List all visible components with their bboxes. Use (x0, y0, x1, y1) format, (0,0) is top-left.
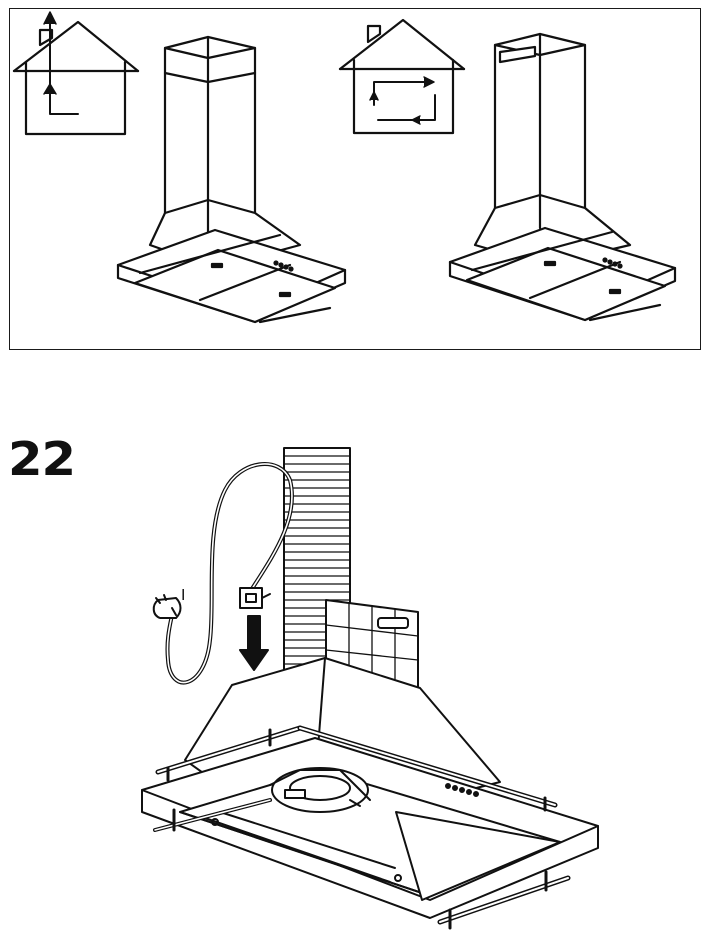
power-cable (165, 462, 294, 685)
installation-modes-panel (9, 8, 701, 350)
cable-connector (239, 587, 271, 609)
house-vented-outside-icon (12, 11, 140, 136)
hood-connection-illustration: I (141, 447, 599, 930)
plug-label: I (181, 586, 185, 604)
down-arrow-icon (239, 615, 269, 671)
step-number: 22 (8, 432, 76, 486)
top-panel-art (12, 11, 677, 324)
hood-vented-illustration (116, 35, 347, 324)
house-recirculation-icon (338, 18, 466, 135)
hood-body (141, 657, 599, 930)
hood-recirculation-illustration (448, 32, 677, 322)
plug-icon (152, 594, 182, 619)
